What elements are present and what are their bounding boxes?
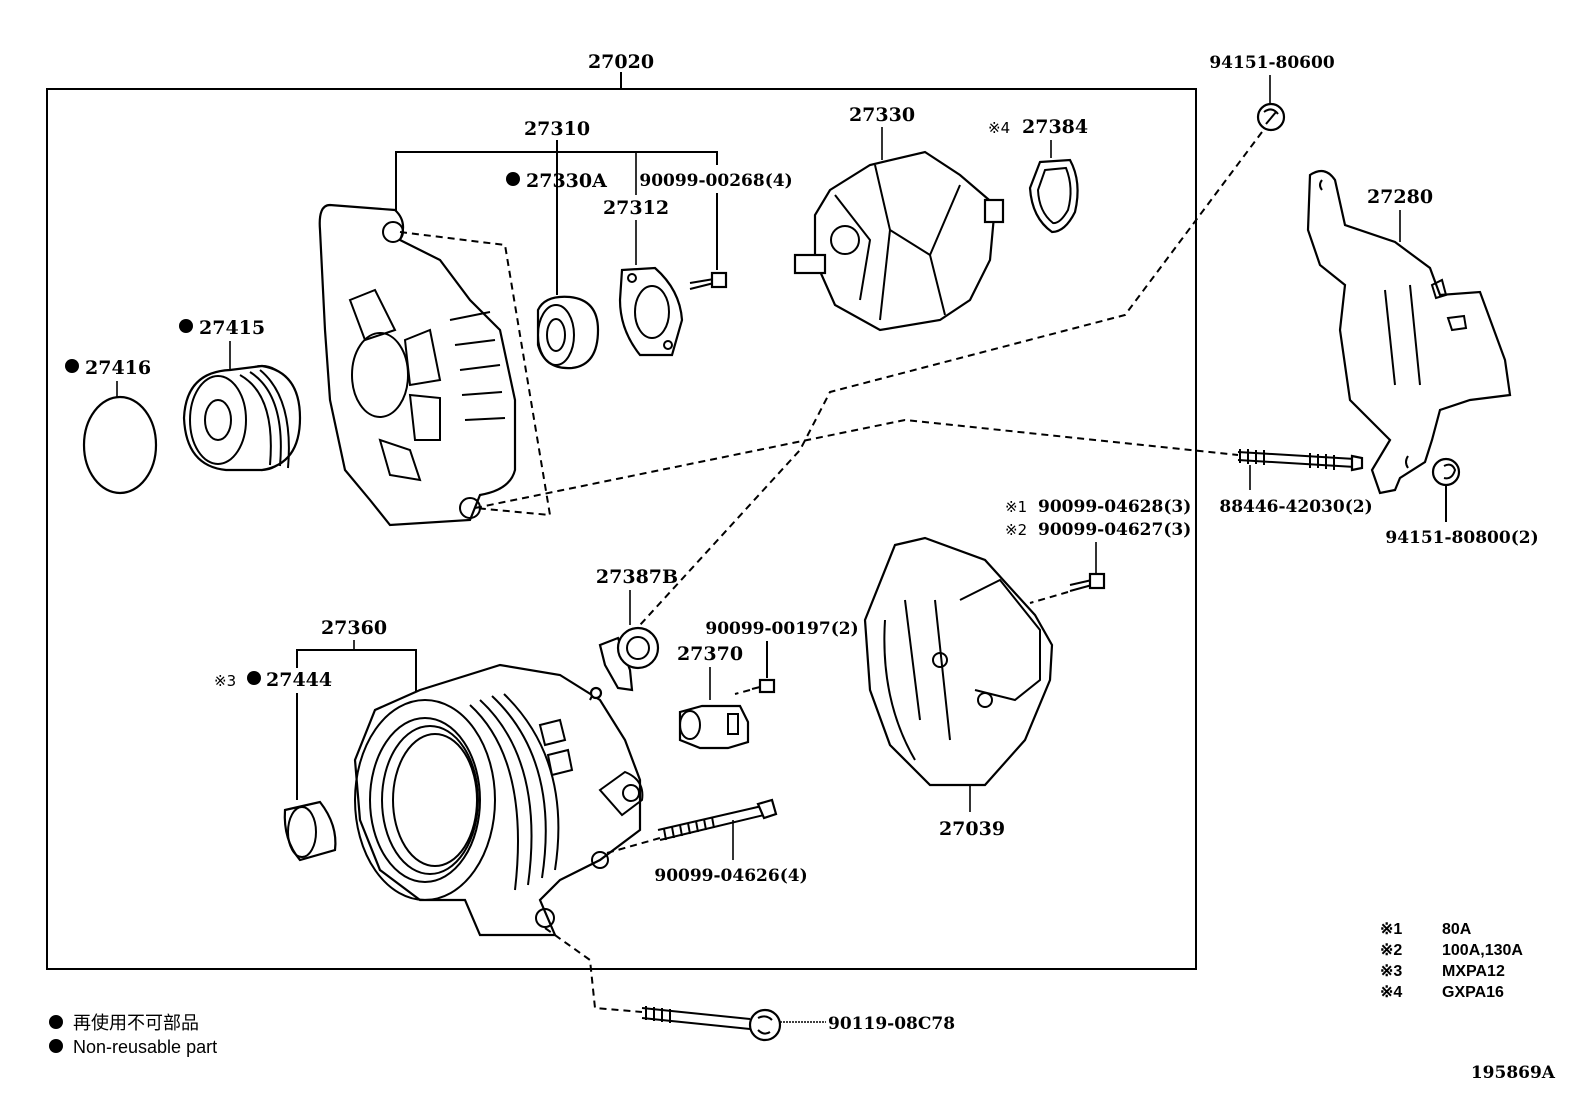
note-mark-27444: ※3	[214, 672, 236, 690]
note-mark-90099-04627: ※2	[1005, 521, 1027, 539]
screw-90099-04628	[1069, 572, 1106, 592]
part-label-27020[interactable]: 27020	[588, 51, 654, 73]
stud-88446-42030	[1237, 449, 1364, 472]
legend-text-en: Non-reusable part	[73, 1037, 217, 1057]
note-mark-1: ※1	[1380, 921, 1402, 938]
part-label-94151-80600[interactable]: 94151-80600	[1209, 53, 1335, 73]
part-label-90119-08C78[interactable]: 90119-08C78	[828, 1014, 955, 1034]
drive-end-frame	[318, 203, 517, 527]
note-mark-4: ※4	[1380, 984, 1402, 1001]
through-bolt-90099-04626	[657, 798, 778, 841]
part-label-27330[interactable]: 27330	[849, 104, 915, 126]
retainer-plate-27312	[618, 266, 684, 357]
note-text-4: GXPA16	[1442, 984, 1504, 1001]
part-label-27312[interactable]: 27312	[603, 197, 669, 219]
dashed-leader-90119-08C78	[544, 927, 643, 1013]
non-reusable-bullet-27330A	[506, 172, 520, 186]
part-label-27330A[interactable]: 27330A	[526, 170, 607, 192]
dashed-leader-94151-80600	[639, 131, 1263, 626]
part-label-94151-80800[interactable]: 94151-80800(2)	[1385, 528, 1538, 548]
note-text-3: MXPA12	[1442, 963, 1505, 980]
part-label-27384[interactable]: 27384	[1022, 116, 1088, 138]
part-label-27360[interactable]: 27360	[321, 617, 387, 639]
bracket-27360	[296, 649, 417, 700]
part-label-27387B[interactable]: 27387B	[596, 566, 678, 588]
dashed-leader-90099-04626	[606, 837, 661, 854]
dashed-leader-frame	[399, 231, 552, 517]
bearing-sleeve-27444	[283, 800, 337, 862]
nut-94151-80600	[1256, 102, 1286, 132]
part-label-27039[interactable]: 27039	[939, 818, 1005, 840]
part-label-27370[interactable]: 27370	[677, 643, 743, 665]
brush-holder-27370	[678, 704, 750, 750]
part-label-90099-00268[interactable]: 90099-00268(4)	[639, 171, 792, 191]
legend-bullet-en	[49, 1039, 63, 1053]
bearing-27330A	[536, 295, 600, 370]
cap-27416	[82, 395, 158, 495]
dashed-leader-rear-cover	[1029, 591, 1069, 604]
figure-id: 195869A	[1471, 1063, 1556, 1083]
part-label-88446-42030[interactable]: 88446-42030(2)	[1219, 497, 1372, 517]
legend-bullet-ja	[49, 1015, 63, 1029]
note-mark-2: ※2	[1380, 942, 1402, 959]
terminal-insulator-27387B	[598, 626, 660, 692]
screw-90099-00197	[751, 678, 776, 694]
note-mark-90099-04628: ※1	[1005, 498, 1027, 516]
note-mark-3: ※3	[1380, 963, 1402, 980]
screw-90099-00268	[689, 271, 728, 290]
part-label-27280[interactable]: 27280	[1367, 186, 1433, 208]
part-label-90099-04626[interactable]: 90099-04626(4)	[654, 866, 807, 886]
note-mark-27384: ※4	[988, 119, 1010, 137]
part-label-27444[interactable]: 27444	[266, 669, 332, 691]
pulley-27415	[182, 364, 302, 472]
part-label-27416[interactable]: 27416	[85, 357, 151, 379]
nut-94151-80800	[1431, 457, 1461, 487]
part-label-90099-04627[interactable]: 90099-04627(3)	[1038, 520, 1191, 540]
notes-block: ※1 80A ※2 100A,130A ※3 MXPA12 ※4 GXPA16	[1380, 921, 1523, 1001]
legend: 再使用不可部品 Non-reusable part	[49, 1013, 217, 1057]
non-reusable-bullet-27416	[65, 359, 79, 373]
dashed-leader-88446-42030	[474, 418, 1239, 509]
note-text-2: 100A,130A	[1442, 942, 1523, 959]
non-reusable-bullet-27415	[179, 319, 193, 333]
legend-text-ja: 再使用不可部品	[73, 1013, 199, 1033]
dashed-leader-90099-00197	[734, 689, 751, 695]
part-label-27310[interactable]: 27310	[524, 118, 590, 140]
bracket-27280	[1306, 169, 1512, 495]
bolt-90119-08C78	[641, 1006, 782, 1042]
non-reusable-bullet-27444	[247, 671, 261, 685]
part-label-90099-04628[interactable]: 90099-04628(3)	[1038, 497, 1191, 517]
part-label-27415[interactable]: 27415	[199, 317, 265, 339]
stator-housing-27360	[353, 663, 644, 937]
rotor-27330	[793, 150, 1005, 332]
part-label-90099-00197[interactable]: 90099-00197(2)	[705, 619, 858, 639]
note-text-1: 80A	[1442, 921, 1472, 938]
rear-cover-27039	[863, 536, 1054, 787]
